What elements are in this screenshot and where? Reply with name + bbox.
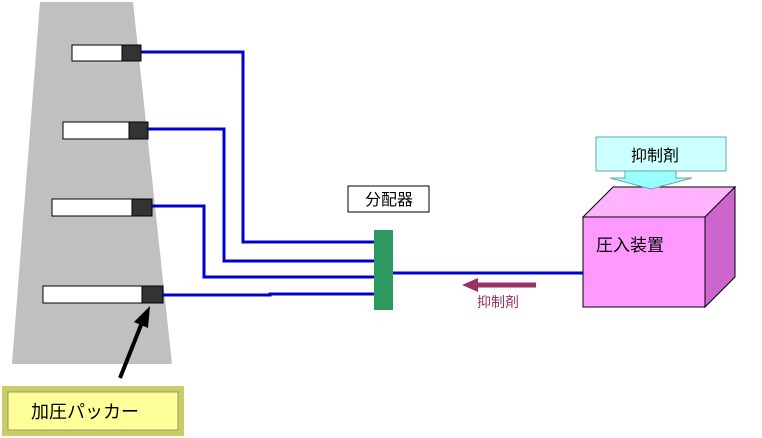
inhibitor-input <box>595 136 727 190</box>
pipe-3 <box>152 204 375 279</box>
packer-3 <box>51 198 153 217</box>
pipe-1 <box>141 50 375 244</box>
flow-arrow <box>462 278 536 292</box>
distributor-label-box <box>347 185 430 213</box>
inhibitor-top-label: 抑制剤 <box>631 146 679 165</box>
packer-2 <box>62 121 149 140</box>
distributor-label: 分配器 <box>365 190 413 209</box>
injector-box <box>581 185 737 309</box>
down-arrow-icon <box>609 169 693 190</box>
packer-4 <box>42 285 164 304</box>
injector-label: 圧入装置 <box>596 236 664 256</box>
distributor <box>374 230 393 310</box>
packer-label: 加圧パッカー <box>31 402 139 423</box>
pipe-2 <box>148 127 375 263</box>
packer-1 <box>71 44 142 62</box>
pipe-4 <box>163 292 375 297</box>
left-arrow-icon <box>462 278 478 292</box>
up-right-arrow-icon <box>118 306 150 379</box>
packer-label-box <box>2 386 184 436</box>
inhibitor-flow-label: 抑制剤 <box>477 295 519 311</box>
pipes <box>141 50 583 297</box>
well-column <box>12 2 172 364</box>
